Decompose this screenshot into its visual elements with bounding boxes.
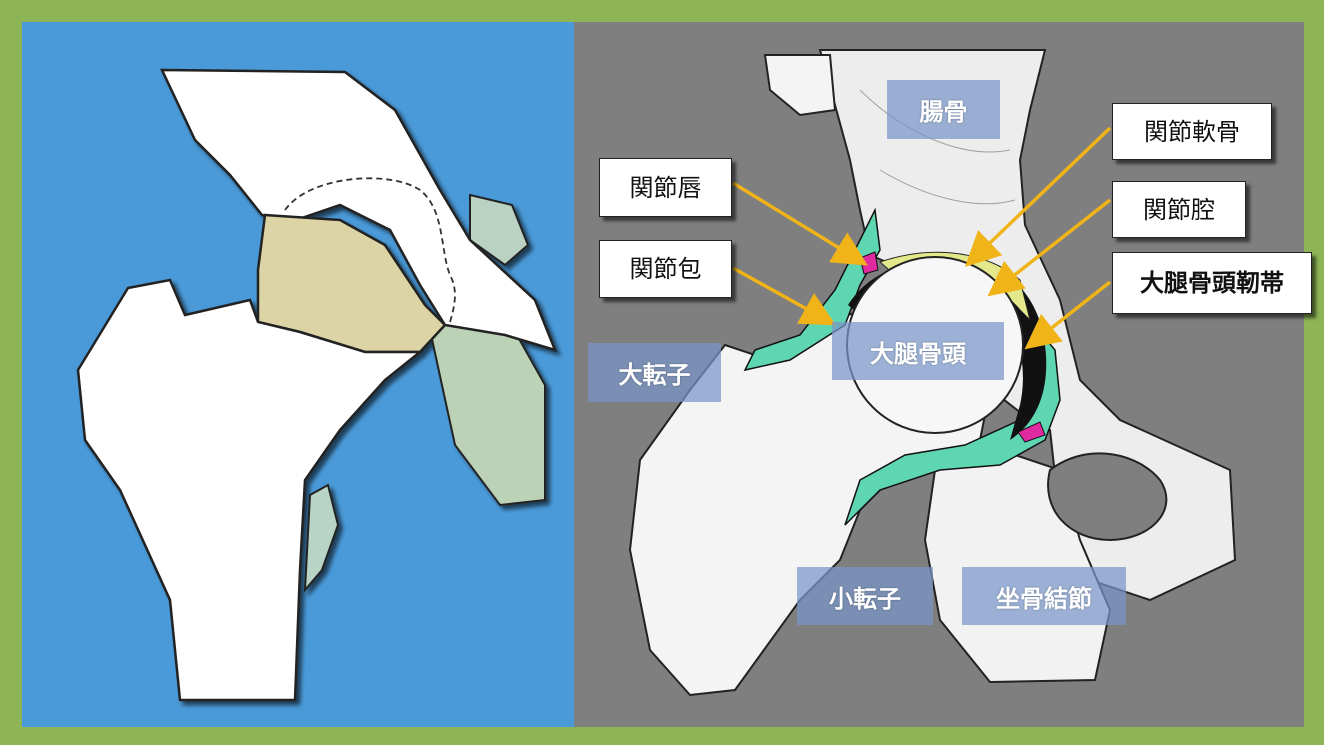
label-chou-kotsu: 腸骨 bbox=[887, 80, 1000, 139]
label-shoutenshi: 小転子 bbox=[797, 567, 933, 625]
label-daitenshi: 大転子 bbox=[588, 343, 721, 402]
label-kansetsu-nankotsu: 関節軟骨 bbox=[1112, 103, 1272, 160]
label-daitaikotsutou: 大腿骨頭 bbox=[832, 322, 1004, 380]
label-kansetsu-hou: 関節包 bbox=[599, 240, 732, 298]
label-zakotsu-kessetsu: 坐骨結節 bbox=[962, 567, 1126, 625]
label-kansetsu-shin: 関節唇 bbox=[599, 158, 732, 217]
label-daitaikotsutou-jintai: 大腿骨頭靭帯 bbox=[1112, 252, 1312, 314]
label-kansetsu-kuu: 関節腔 bbox=[1112, 181, 1246, 238]
